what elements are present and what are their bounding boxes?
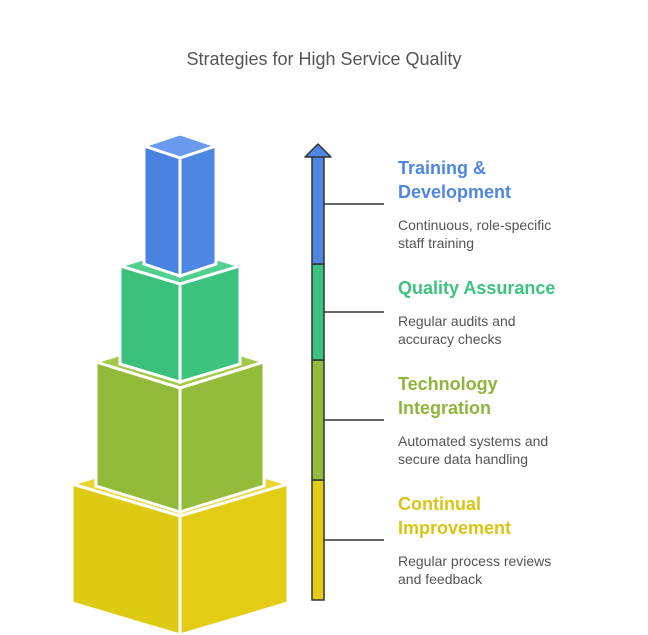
item-desc-continual-improvement: Regular process reviews and feedback: [398, 553, 552, 587]
item-heading-continual-improvement: Continual Improvement: [398, 494, 512, 538]
progress-arrow: [304, 143, 332, 601]
item-heading-training: Training & Development: [398, 158, 512, 202]
item-heading-technology: Technology Integration: [398, 374, 498, 418]
diagram-title: Strategies for High Service Quality: [186, 49, 462, 69]
arrow-head-icon: [304, 143, 332, 158]
item-heading-quality-assurance: Quality Assurance: [398, 278, 556, 298]
item-desc-technology: Automated systems and secure data handli…: [398, 433, 549, 467]
item-desc-quality-assurance: Regular audits and accuracy checks: [398, 313, 516, 347]
item-desc-training: Continuous, role-specific staff training: [398, 217, 552, 251]
block-training-development: [139, 132, 221, 279]
